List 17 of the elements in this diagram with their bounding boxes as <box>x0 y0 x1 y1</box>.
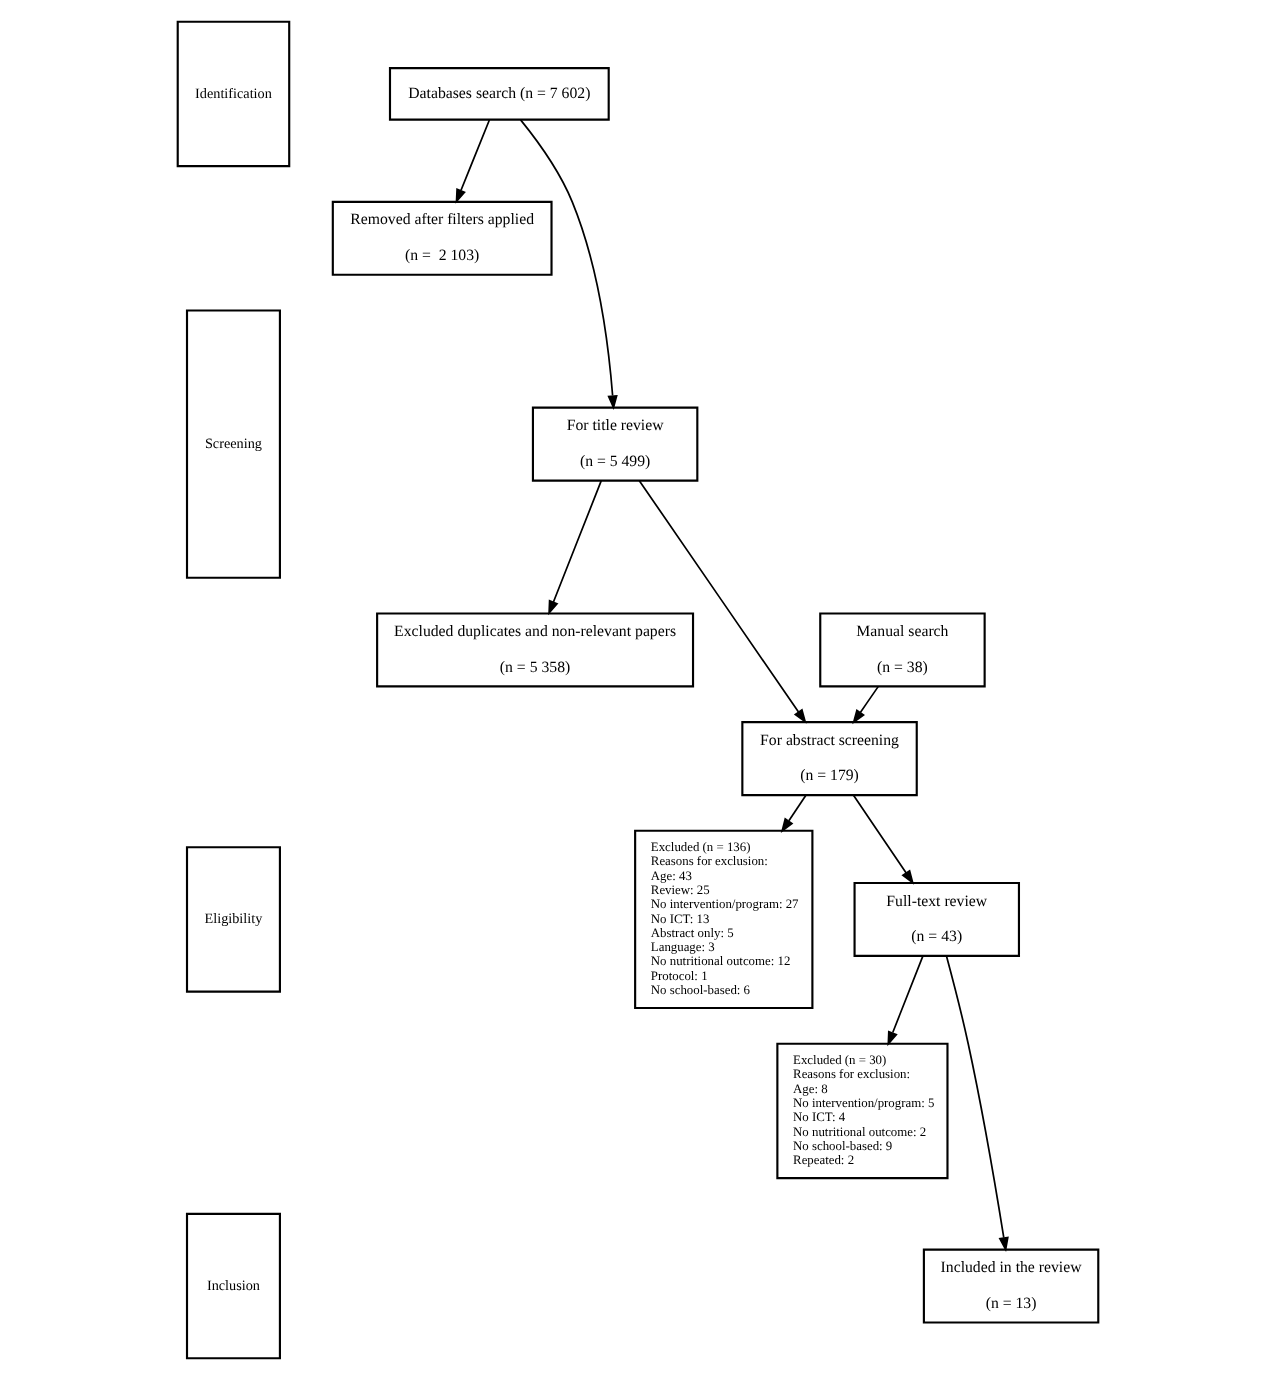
node-box: Excluded duplicates and non-relevant papers (n = 5 358) <box>375 612 694 688</box>
arrow <box>886 955 923 1047</box>
arrow <box>454 119 490 204</box>
arrow <box>851 685 879 725</box>
node-box: For abstract screening (n = 179) <box>740 721 917 797</box>
node-box: Included in the review (n = 13) <box>921 1248 1099 1324</box>
node-box: For title review (n = 5 499) <box>530 406 698 482</box>
node-box: Databases search (n = 7 602) <box>387 67 609 121</box>
arrow <box>944 955 1008 1252</box>
arrow <box>779 794 806 833</box>
arrow <box>637 479 806 724</box>
arrow <box>518 119 617 411</box>
node-box: Full-text review (n = 43) <box>852 881 1020 957</box>
arrow <box>547 480 602 616</box>
node-box: Manual search (n = 38) <box>818 612 985 688</box>
node-box: Removed after filters applied (n = 2 103) <box>330 200 552 276</box>
arrow <box>851 794 914 885</box>
